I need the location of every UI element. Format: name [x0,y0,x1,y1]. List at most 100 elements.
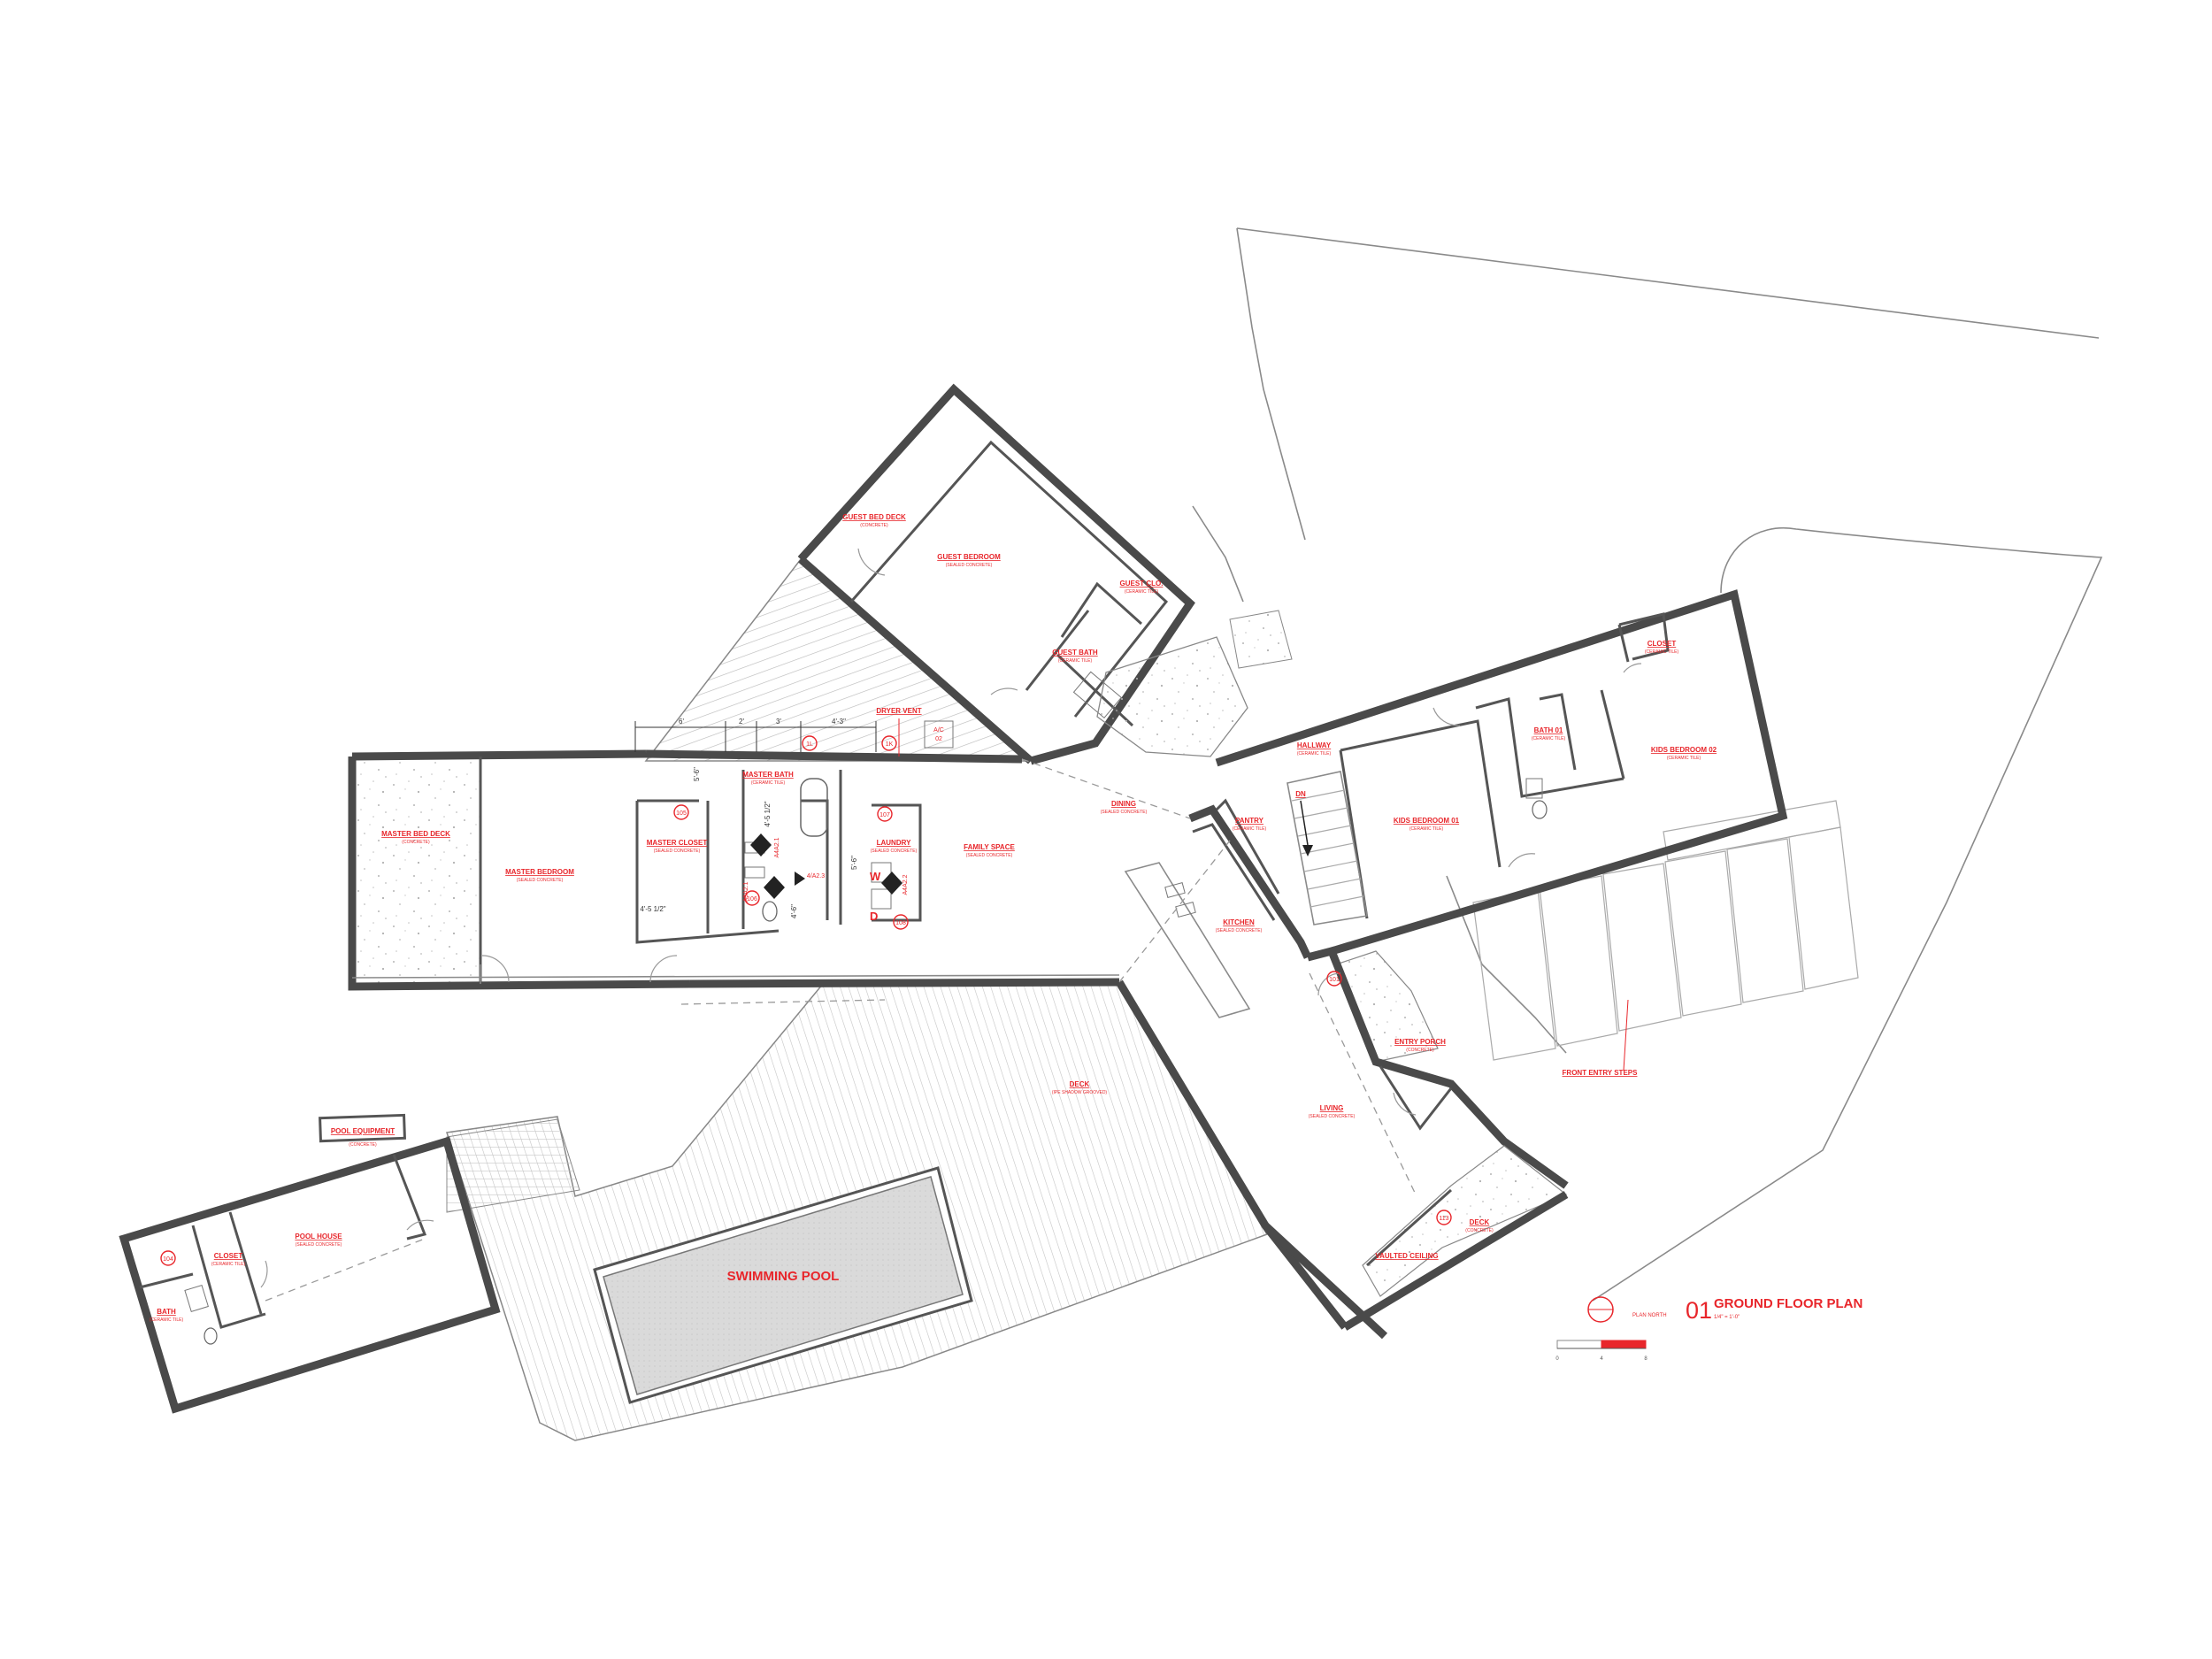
svg-text:(SEALED CONCRETE): (SEALED CONCRETE) [517,878,564,883]
label-pantry: PANTRY [1235,817,1264,825]
note-ac: A/C [933,727,944,733]
svg-text:(CERAMIC TILE): (CERAMIC TILE) [751,780,786,786]
title-block: PLAN NORTH 01 GROUND FLOOR PLAN 1/4" = 1… [1555,1296,1863,1362]
svg-text:(SEALED CONCRETE): (SEALED CONCRETE) [871,849,918,854]
note-dryer-vent: DRYER VENT [876,707,921,715]
pool-equipment-pad [319,1113,406,1143]
label-bath-01: BATH 01 [1534,726,1563,734]
svg-text:4/A2.3: 4/A2.3 [807,873,825,879]
kids-wing [1215,589,1788,956]
svg-text:(CONCRETE): (CONCRETE) [1465,1228,1494,1233]
svg-text:A4A2.1: A4A2.1 [774,837,780,857]
svg-text:5'-6": 5'-6" [693,767,701,781]
note-washer: W [870,870,881,883]
svg-text:4'-6": 4'-6" [790,904,798,918]
svg-text:6': 6' [679,718,684,726]
note-dryer: D [870,910,878,923]
label-guest-clo: GUEST CLO. [1120,580,1164,588]
pool-house-building [119,1113,501,1414]
svg-text:(CERAMIC TILE): (CERAMIC TILE) [1409,826,1444,832]
swimming-pool [593,1166,973,1404]
north-label: PLAN NORTH [1632,1313,1667,1318]
label-master-bed-deck: MASTER BED DECK [381,830,450,838]
label-guest-bedroom: GUEST BEDROOM [937,553,1001,561]
label-pool-equipment: POOL EQUIPMENT [331,1127,395,1135]
svg-text:(CERAMIC TILE): (CERAMIC TILE) [1297,751,1332,757]
svg-text:(SEALED CONCRETE): (SEALED CONCRETE) [1216,928,1263,933]
label-kitchen: KITCHEN [1223,918,1255,926]
label-hallway: HALLWAY [1297,741,1332,749]
label-laundry: LAUNDRY [877,839,911,847]
svg-text:(SEALED CONCRETE): (SEALED CONCRETE) [1309,1114,1356,1119]
svg-text:1L: 1L [806,741,813,748]
guest-wing [797,383,1293,765]
label-deck-pool: DECK [1070,1080,1090,1088]
svg-text:(CERAMIC TILE): (CERAMIC TILE) [150,1317,184,1323]
label-pool-house: POOL HOUSE [295,1233,342,1240]
svg-text:4'-3": 4'-3" [832,718,846,726]
front-entry-steps [1472,800,1859,1061]
svg-text:(SEALED CONCRETE): (SEALED CONCRETE) [966,853,1013,858]
label-closet: CLOSET [1647,640,1677,648]
master-wing [348,749,1120,1005]
svg-text:(SEALED CONCRETE): (SEALED CONCRETE) [946,563,993,568]
core-living-kitchen [1021,758,1569,1340]
svg-text:4'-5 1/2": 4'-5 1/2" [764,801,772,826]
room-tags: 1L 1K 105 106 107 108 101 104 113 [160,735,1452,1266]
note-dn: DN [1295,790,1306,798]
svg-text:A4A2.2: A4A2.2 [902,874,909,895]
label-master-bedroom: MASTER BEDROOM [505,868,574,876]
label-living: LIVING [1320,1104,1344,1112]
svg-text:(CONCRETE): (CONCRETE) [349,1142,377,1148]
stair [1286,771,1368,926]
svg-text:(CERAMIC TILE): (CERAMIC TILE) [1645,649,1679,655]
site-lines [1192,227,2103,1302]
svg-text:(CERAMIC TILE): (CERAMIC TILE) [1667,756,1701,761]
svg-text:(CONCRETE): (CONCRETE) [860,523,888,528]
annotations: DRYER VENT A/C 02 FRONT ENTRY STEPS DN W… [870,707,1638,1077]
svg-text:(CONCRETE): (CONCRETE) [1406,1048,1434,1053]
svg-text:(SEALED CONCRETE): (SEALED CONCRETE) [296,1242,342,1248]
svg-text:02: 02 [935,736,942,742]
scale-bar: 0 4 8 [1555,1340,1647,1362]
svg-text:(CERAMIC TILE): (CERAMIC TILE) [1058,658,1093,664]
svg-text:0: 0 [1555,1356,1559,1362]
label-closet-pool: CLOSET [214,1252,243,1260]
dimensions: 6' 2' 3' 4'-3" 5'-6" 4'-5 1/2" 4'-5 1/2"… [634,718,877,918]
svg-text:(CERAMIC TILE): (CERAMIC TILE) [1532,736,1566,741]
label-master-closet: MASTER CLOSET [647,839,708,847]
label-entry-porch: ENTRY PORCH [1394,1038,1446,1046]
label-family-space: FAMILY SPACE [964,843,1015,851]
svg-text:(SEALED CONCRETE): (SEALED CONCRETE) [654,849,701,854]
svg-text:113: 113 [1439,1216,1448,1222]
svg-text:106: 106 [747,896,757,902]
drawing-scale-note: 1/4" = 1'-0" [1714,1315,1740,1320]
svg-text:(CONCRETE): (CONCRETE) [402,840,430,845]
label-master-bath: MASTER BATH [742,771,794,779]
label-guest-bath: GUEST BATH [1052,649,1098,657]
label-swimming-pool: SWIMMING POOL [727,1269,840,1284]
svg-text:5'-6": 5'-6" [850,856,858,870]
svg-text:2': 2' [739,718,744,726]
room-labels: MASTER BED DECK (CONCRETE) MASTER BEDROO… [150,513,1717,1323]
drawing-number: 01 [1686,1297,1712,1324]
svg-text:(SEALED CONCRETE): (SEALED CONCRETE) [1101,810,1148,815]
svg-text:105: 105 [676,810,687,817]
label-kids-bedroom-01: KIDS BEDROOM 01 [1394,817,1460,825]
elevation-tags: A4A2.1 A4A2.2 4/A2.3 A3A2.1 [743,833,909,902]
svg-text:(CERAMIC TILE): (CERAMIC TILE) [1233,826,1267,832]
svg-text:107: 107 [879,812,890,818]
svg-text:(CERAMIC TILE): (CERAMIC TILE) [1125,589,1159,595]
svg-text:8: 8 [1644,1356,1647,1362]
svg-text:4'-5 1/2": 4'-5 1/2" [640,905,665,913]
label-bath-pool: BATH [157,1308,176,1316]
svg-text:(CERAMIC TILE): (CERAMIC TILE) [211,1262,246,1267]
svg-text:108: 108 [895,920,906,926]
label-deck-front: DECK [1470,1218,1490,1226]
svg-text:4: 4 [1600,1356,1603,1362]
svg-text:3': 3' [776,718,781,726]
label-vaulted-ceiling: VAULTED CEILING [1375,1252,1438,1260]
svg-text:1K: 1K [886,741,894,748]
label-dining: DINING [1111,800,1136,808]
